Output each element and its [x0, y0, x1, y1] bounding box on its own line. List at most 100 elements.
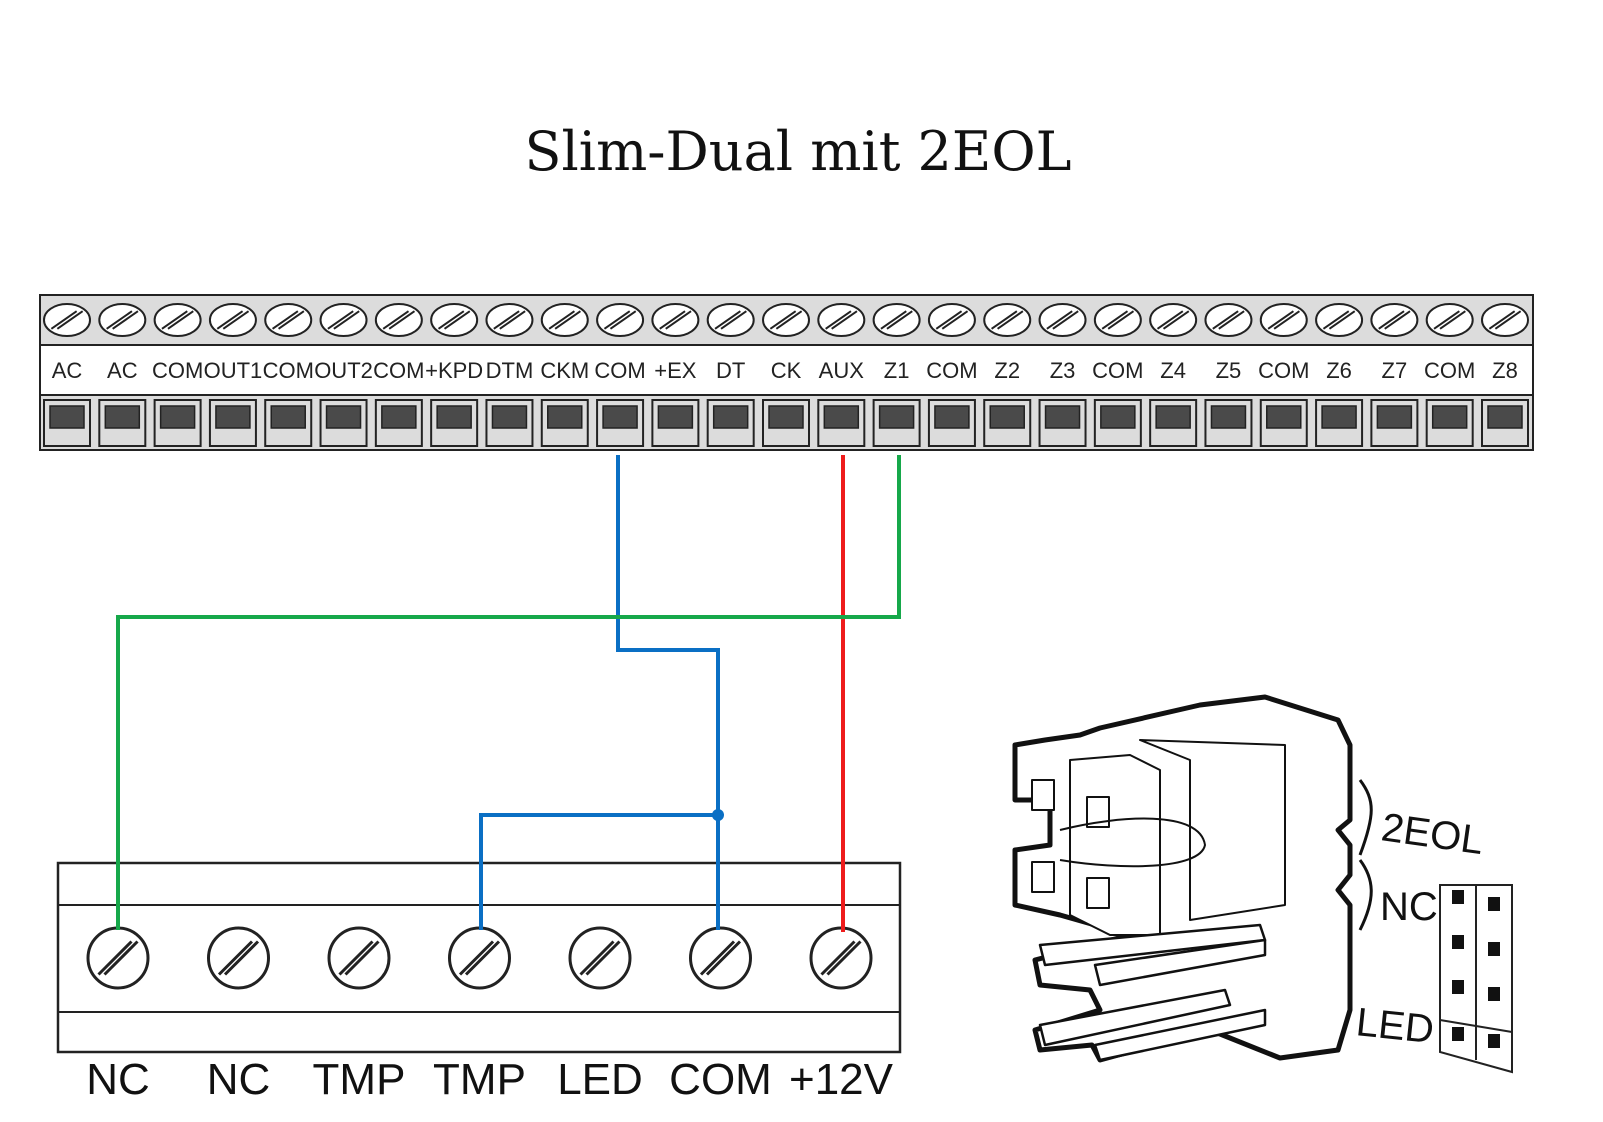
terminal-opening	[491, 405, 528, 429]
panel-terminal: +KPD	[425, 303, 483, 447]
detector-terminal-label: +12V	[789, 1055, 894, 1104]
green-wire	[116, 455, 901, 930]
screw-icon	[983, 303, 1032, 337]
panel-terminal: COM	[263, 303, 314, 447]
screw-icon	[706, 303, 755, 337]
panel-terminal: CKM	[540, 303, 589, 447]
panel-terminal-label: AC	[107, 358, 138, 383]
panel-terminal-label: OUT1	[204, 358, 263, 383]
detector-terminal-label: TMP	[313, 1055, 406, 1104]
terminal-opening	[381, 405, 417, 429]
terminal-opening	[1376, 405, 1413, 429]
panel-terminal: +EX	[651, 303, 700, 447]
panel-terminal: COM	[152, 303, 203, 447]
detector-terminal: +12V	[789, 926, 894, 1104]
panel-terminal: COM	[926, 303, 978, 447]
jumper-label-led: LED	[1354, 1000, 1436, 1052]
screw-icon	[264, 303, 313, 337]
detector-terminal: NC	[86, 926, 150, 1104]
terminal-opening	[104, 405, 141, 429]
jumper-label-2eol: 2EOL	[1379, 805, 1486, 863]
screw-icon	[327, 926, 391, 990]
panel-terminal: AC	[43, 303, 91, 447]
screw-icon	[207, 926, 270, 990]
terminal-opening	[436, 405, 472, 429]
panel-terminal-label: Z1	[884, 358, 910, 383]
panel-terminal-label: COM	[1258, 358, 1309, 383]
screw-icon	[1481, 303, 1529, 337]
panel-terminal-label: AUX	[819, 358, 865, 383]
screw-icon	[762, 303, 810, 337]
terminal-opening	[823, 405, 860, 429]
panel-terminal: Z4	[1149, 303, 1198, 447]
screw-icon	[430, 303, 479, 337]
terminal-opening	[602, 405, 638, 429]
terminal-opening	[547, 405, 583, 429]
panel-terminal: AUX	[817, 303, 866, 447]
panel-terminal: COM	[1092, 303, 1144, 447]
panel-terminal: OUT1	[204, 303, 263, 447]
panel-terminal-label: Z5	[1216, 358, 1242, 383]
terminal-opening	[768, 405, 804, 429]
detector-terminal-label: TMP	[433, 1055, 526, 1104]
terminal-opening	[1266, 405, 1302, 429]
panel-terminal: DTM	[485, 303, 534, 447]
panel-terminal: AC	[98, 303, 147, 447]
screw-icon	[1315, 303, 1364, 337]
panel-terminal-label: Z8	[1492, 358, 1518, 383]
terminal-opening	[1210, 405, 1247, 429]
terminal-opening	[1155, 405, 1191, 429]
panel-terminal-label: Z3	[1050, 358, 1076, 383]
jumper-label-nc: NC	[1380, 885, 1438, 929]
panel-terminal: Z6	[1315, 303, 1364, 447]
panel-terminal: Z1	[872, 303, 921, 447]
terminal-opening	[270, 405, 306, 429]
panel-terminal-label: OUT2	[314, 358, 373, 383]
panel-terminal: Z3	[1038, 303, 1087, 447]
panel-terminal: COM	[373, 303, 425, 447]
panel-terminal: Z2	[983, 303, 1032, 447]
detector-terminal: COM	[669, 926, 772, 1104]
screw-icon	[1093, 303, 1142, 337]
wires	[116, 455, 901, 932]
screw-icon	[86, 926, 150, 990]
terminal-opening	[989, 405, 1025, 429]
screw-icon	[540, 303, 589, 337]
terminal-opening	[1100, 405, 1136, 429]
terminal-opening	[934, 405, 970, 429]
jumper-connector-illustration	[1012, 694, 1373, 1063]
detector-terminal: LED	[557, 926, 643, 1104]
panel-terminal-label: COM	[594, 358, 645, 383]
panel-terminal: Z8	[1481, 303, 1529, 447]
screw-icon	[651, 303, 700, 337]
diagram-title: Slim-Dual mit 2EOL	[525, 120, 1072, 183]
blue-wire-branch	[479, 813, 718, 930]
detector-terminal-label: NC	[86, 1055, 150, 1104]
jumper-pin-header	[1439, 884, 1513, 1074]
terminal-opening	[325, 405, 362, 429]
panel-terminal-label: COM	[263, 358, 314, 383]
screw-icon	[1370, 303, 1419, 337]
screw-icon	[448, 926, 511, 990]
screw-icon	[43, 303, 91, 337]
panel-terminal: CK	[762, 303, 810, 447]
panel-terminal-label: COM	[373, 358, 424, 383]
terminal-opening	[159, 405, 196, 429]
terminal-opening	[712, 405, 749, 429]
panel-terminal: COM	[1424, 303, 1475, 447]
panel-terminal-label: COM	[1424, 358, 1475, 383]
panel-terminal-label: COM	[926, 358, 977, 383]
panel-terminal: DT	[706, 303, 755, 447]
detector-terminal: TMP	[433, 926, 526, 1104]
terminal-opening	[1431, 405, 1468, 429]
panel-terminal-label: +KPD	[425, 358, 483, 383]
screw-icon	[927, 303, 976, 337]
screw-icon	[374, 303, 423, 337]
panel-terminal-label: +EX	[654, 358, 697, 383]
screw-icon	[809, 926, 873, 990]
terminal-opening	[1044, 405, 1081, 429]
terminal-opening	[215, 405, 251, 429]
panel-terminal: Z5	[1204, 303, 1253, 447]
wire-junction-dot	[712, 809, 724, 821]
